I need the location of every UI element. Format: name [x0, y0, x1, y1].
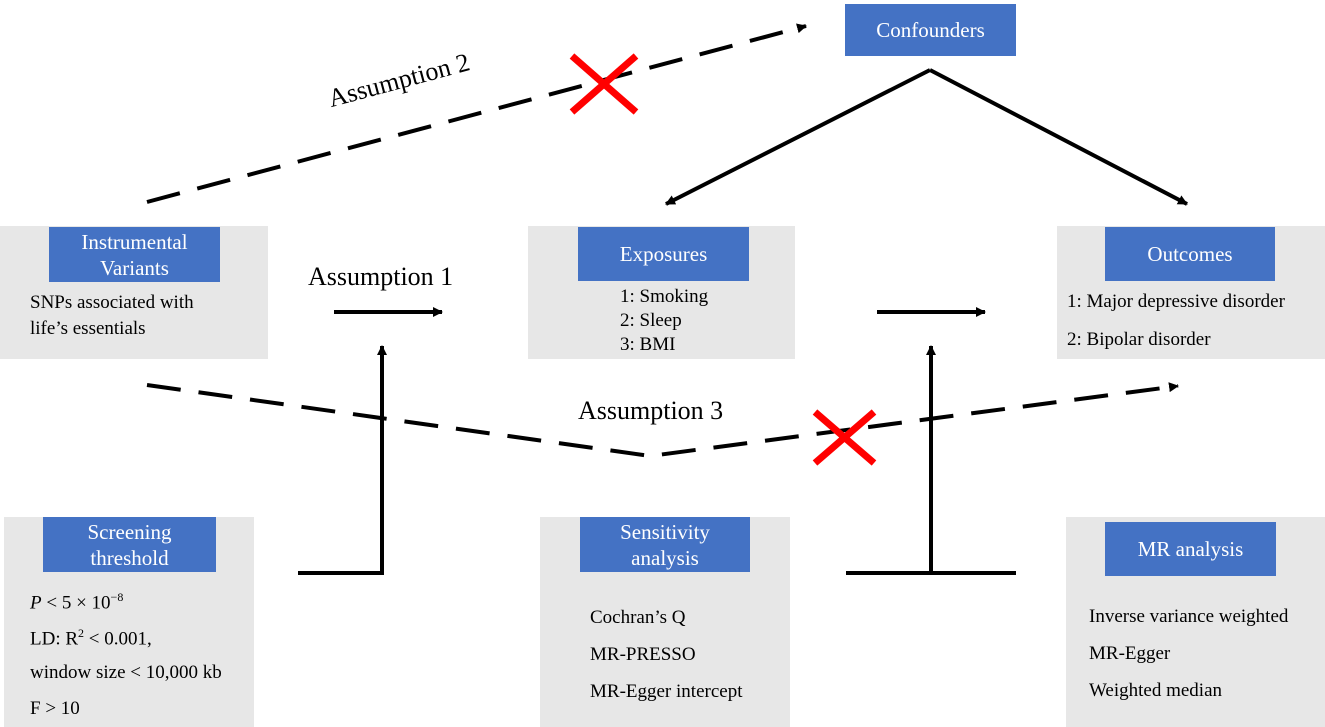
- outcome-item: 2: Bipolar disorder: [1067, 329, 1211, 350]
- sensitivity-title-line-1: Sensitivity: [620, 520, 710, 544]
- instrumental-line-2: life’s essentials: [30, 318, 146, 339]
- outcomes-title: Outcomes: [1147, 242, 1233, 266]
- screening-connector-arrow: [298, 345, 387, 575]
- confounders-header: Confounders: [845, 4, 1016, 56]
- screening-line-window: window size < 10,000 kb: [30, 662, 222, 683]
- instrumental-title-line-1: Instrumental: [81, 230, 188, 254]
- screening-line-f: F > 10: [30, 698, 80, 719]
- assumption-3-dashed-arrow: [146, 382, 1179, 459]
- confounders-to-outcomes-arrow: [929, 68, 1188, 206]
- confounders-to-exposures-arrow: [665, 68, 931, 206]
- sensitivity-item: MR-Egger intercept: [590, 681, 743, 702]
- p-symbol: P: [30, 592, 42, 614]
- screening-threshold-header: Screening threshold: [43, 517, 216, 572]
- outcomes-header: Outcomes: [1105, 227, 1275, 281]
- sensitivity-item: MR-PRESSO: [590, 644, 696, 665]
- mr-analysis-title: MR analysis: [1137, 537, 1244, 561]
- mr-analysis-item: MR-Egger: [1089, 643, 1171, 664]
- exposures-header: Exposures: [578, 227, 749, 281]
- exposure-item: 1: Smoking: [620, 286, 709, 307]
- screening-line-ld: LD: R2 < 0.001,: [30, 626, 152, 650]
- outcome-item: 1: Major depressive disorder: [1067, 291, 1285, 312]
- assumption-2-dashed-arrow: [146, 23, 807, 204]
- exposure-item: 2: Sleep: [620, 310, 682, 331]
- screening-title-line-2: threshold: [90, 546, 169, 570]
- sensitivity-title-line-2: analysis: [631, 546, 699, 570]
- ld-prefix: LD: R: [30, 628, 79, 650]
- assumption-1-label: Assumption 1: [308, 262, 454, 291]
- mr-analysis-item: Inverse variance weighted: [1089, 606, 1289, 627]
- screening-line-p-value: P < 5 × 10−8: [30, 590, 123, 614]
- p-threshold: < 5 × 10: [41, 592, 111, 614]
- instrumental-line-1: SNPs associated with: [30, 292, 194, 313]
- mr-analysis-header: MR analysis: [1105, 522, 1276, 576]
- assumption-3-label: Assumption 3: [578, 396, 724, 425]
- exposure-item: 3: BMI: [620, 334, 676, 355]
- confounders-title: Confounders: [876, 18, 985, 42]
- violation-cross-stroke: [812, 409, 877, 466]
- sensitivity-analysis-header: Sensitivity analysis: [580, 517, 750, 572]
- instrumental-variants-header: Instrumental Variants: [49, 227, 220, 282]
- mr-analysis-item: Weighted median: [1089, 680, 1223, 701]
- ld-threshold: < 0.001,: [84, 628, 152, 650]
- screening-title-line-1: Screening: [87, 520, 172, 544]
- ld-superscript: 2: [78, 626, 85, 640]
- instrumental-title-line-2: Variants: [100, 256, 169, 280]
- p-exponent: −8: [110, 590, 124, 604]
- violation-cross-stroke: [569, 53, 639, 115]
- sensitivity-item: Cochran’s Q: [590, 607, 686, 628]
- exposures-title: Exposures: [619, 242, 708, 266]
